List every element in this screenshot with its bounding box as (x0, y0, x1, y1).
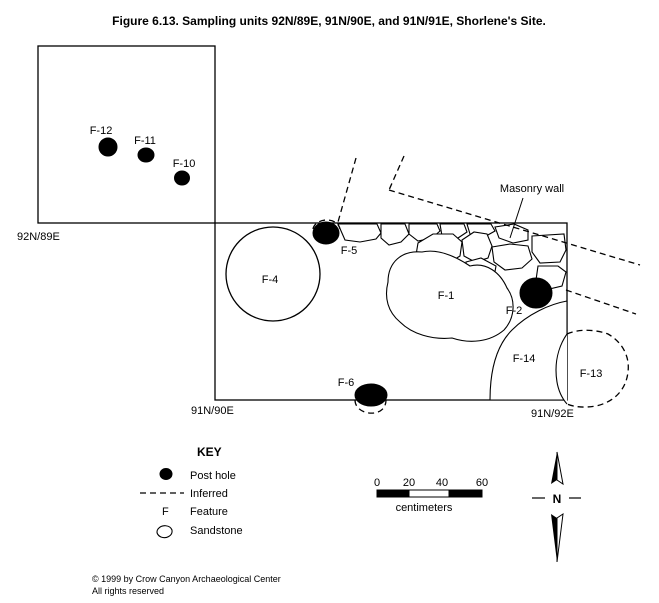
post-hole-f12 (98, 137, 118, 157)
feature-f10-label: F-10 (173, 158, 196, 170)
inferred-wall-line (565, 289, 637, 315)
north-arrow-bottom-right (556, 512, 564, 563)
north-arrow-top-right (556, 451, 564, 486)
legend-feature-symbol: F (162, 506, 169, 518)
feature-f14-label: F-14 (513, 353, 536, 365)
feature-f11-label: F-11 (134, 135, 156, 147)
unit-92n89e-outline (37, 45, 216, 224)
masonry-wall-leader (509, 197, 524, 239)
scale-tick-40: 40 (436, 477, 448, 489)
grid-label-91n90e: 91N/90E (191, 405, 234, 417)
feature-f2-label: F-2 (506, 305, 523, 317)
post-hole-f6-inferred (354, 399, 387, 414)
inferred-line (388, 155, 405, 191)
scale-segment (448, 489, 483, 498)
masonry-wall-label: Masonry wall (500, 183, 564, 195)
grid-label-92n89e: 92N/89E (17, 231, 60, 243)
feature-f4-label: F-4 (262, 274, 279, 286)
feature-f12-label: F-12 (90, 125, 113, 137)
sandstone (491, 243, 533, 271)
feature-f13-in-unit (555, 333, 568, 405)
post-hole-f6 (354, 383, 388, 407)
sandstone (380, 223, 410, 246)
sandstone-icon (156, 525, 173, 539)
post-hole-f5-inferred (312, 219, 341, 230)
feature-f1-label: F-1 (438, 290, 455, 302)
legend: KEY Post hole Inferred F Feature Sandsto… (140, 445, 243, 539)
scale-segment (408, 489, 450, 498)
post-hole-icon (159, 468, 173, 480)
north-arrow-bottom-left (551, 514, 557, 562)
feature-f4 (225, 226, 321, 322)
scale-bar: 0 20 40 60 centimeters (374, 477, 488, 514)
legend-inferred: Inferred (190, 488, 228, 500)
north-arrow: N (532, 451, 581, 563)
sandstone (461, 231, 493, 263)
feature-f6-label: F-6 (338, 377, 355, 389)
legend-post-hole: Post hole (190, 470, 236, 482)
scale-tick-0: 0 (374, 477, 380, 489)
north-arrow-top-left (551, 452, 557, 484)
post-hole-f5 (312, 221, 340, 245)
figure-title: Figure 6.13. Sampling units 92N/89E, 91N… (112, 14, 546, 28)
sandstone (337, 223, 382, 243)
sandstone (531, 233, 567, 264)
copyright-line-1: © 1999 by Crow Canyon Archaeological Cen… (92, 574, 281, 584)
scale-tick-60: 60 (476, 477, 488, 489)
grid-label-91n92e: 91N/92E (531, 408, 574, 420)
feature-f1 (385, 250, 514, 342)
inferred-line (337, 157, 357, 223)
inferred-lines (337, 155, 641, 315)
north-letter: N (553, 492, 562, 506)
legend-heading: KEY (197, 445, 222, 459)
post-hole-f2 (519, 277, 553, 309)
legend-feature: Feature (190, 506, 228, 518)
post-hole-f10 (174, 170, 190, 186)
scale-segment (376, 489, 410, 498)
scale-tick-20: 20 (403, 477, 415, 489)
feature-f14 (489, 300, 568, 401)
scale-unit: centimeters (396, 502, 453, 514)
inferred-wall-line (388, 189, 641, 266)
legend-sandstone: Sandstone (190, 525, 243, 537)
copyright-line-2: All rights reserved (92, 586, 164, 596)
feature-f5-label: F-5 (341, 245, 358, 257)
post-hole-f11 (137, 147, 155, 163)
feature-f13-label: F-13 (580, 368, 603, 380)
masonry-wall (337, 223, 567, 291)
